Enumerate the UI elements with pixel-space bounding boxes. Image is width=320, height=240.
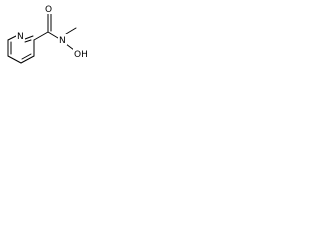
bond-carbonyl-c-n bbox=[47, 31, 59, 39]
ring-bond-n-c6 bbox=[7, 35, 17, 41]
ring-nitrogen-label: N bbox=[17, 32, 24, 42]
amide-group bbox=[33, 12, 77, 51]
ring-bond-c4-c3 bbox=[20, 55, 35, 64]
molecule-diagram: N O N OH bbox=[7, 4, 91, 64]
pyridine-ring bbox=[7, 35, 35, 64]
carbonyl-oxygen-label: O bbox=[45, 5, 52, 15]
ring-double-bond-n-c2 bbox=[24, 39, 32, 43]
atom-labels: N O N OH bbox=[16, 4, 91, 60]
bond-c2-carbonyl-c bbox=[33, 31, 49, 41]
ring-bond-c5-c4 bbox=[7, 55, 22, 64]
hydroxyl-label: OH bbox=[74, 50, 88, 60]
bond-n-o bbox=[65, 43, 75, 51]
ring-double-bond-c4-c3 bbox=[21, 53, 32, 60]
amide-nitrogen-label: N bbox=[59, 36, 66, 46]
ring-bond-n-c2 bbox=[24, 35, 34, 40]
bond-n-methyl bbox=[65, 27, 77, 35]
